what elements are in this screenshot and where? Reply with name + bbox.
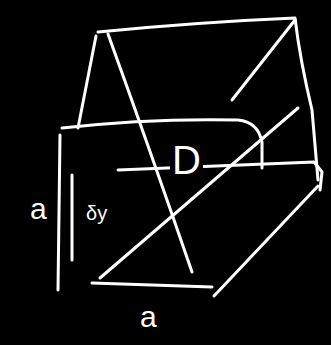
diagonal-line — [100, 108, 298, 278]
dimension-label: a — [28, 194, 49, 224]
dimension-label: a — [138, 302, 159, 332]
cube-edge — [71, 175, 74, 260]
front-left-edge — [58, 135, 60, 290]
cube-edge — [232, 20, 295, 100]
cube-edge — [78, 36, 96, 128]
front-top-edge — [62, 120, 262, 168]
region-label: D — [170, 140, 203, 180]
middle-line — [118, 162, 322, 190]
dimension-label: δy — [84, 203, 109, 223]
front-bottom-edge — [92, 283, 212, 287]
cube-edge — [214, 186, 318, 296]
